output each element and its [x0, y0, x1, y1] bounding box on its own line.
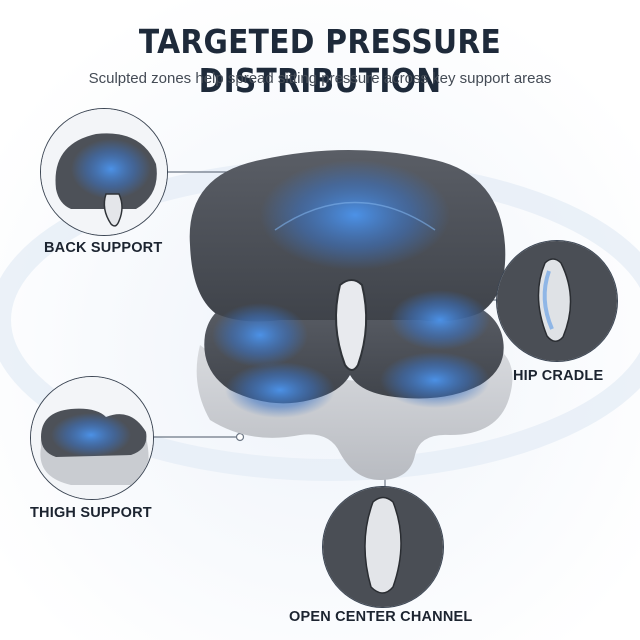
page-subtitle: Sculpted zones help spread sitting press… [88, 70, 552, 87]
hip-cradle-icon [497, 241, 617, 361]
center-channel-icon [323, 487, 443, 607]
center-channel-callout [322, 486, 444, 608]
thigh-support-callout [30, 376, 154, 500]
back-support-label: BACK SUPPORT [44, 240, 163, 256]
seat-cushion-illustration [189, 150, 513, 480]
thigh-support-label: THIGH SUPPORT [30, 505, 152, 521]
hip-cradle-callout [496, 240, 618, 362]
hip-cradle-label: HIP CRADLE [513, 368, 604, 384]
back-support-callout [40, 108, 168, 236]
thigh-support-icon [31, 377, 153, 499]
center-channel-label: OPEN CENTER CHANNEL [289, 609, 473, 625]
back-support-icon [41, 109, 167, 235]
page-title: TARGETED PRESSURE DISTRIBUTION [138, 22, 502, 100]
